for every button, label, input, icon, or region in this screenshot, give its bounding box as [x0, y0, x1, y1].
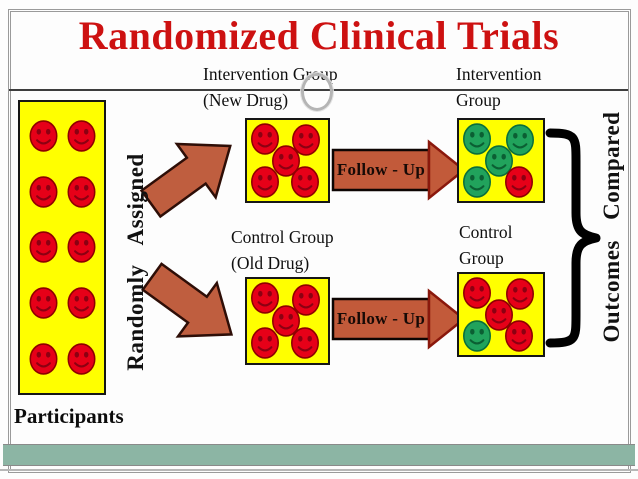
red-smiley-face-icon	[292, 124, 321, 157]
red-smiley-face-icon	[271, 305, 300, 338]
control-old-label: Control Group (Old Drug)	[231, 224, 334, 276]
random-assignment-arrow-up	[139, 142, 232, 219]
red-smiley-face-icon	[250, 165, 279, 198]
red-smiley-face-icon	[29, 230, 58, 264]
red-smiley-face-icon	[67, 342, 96, 376]
red-smiley-face-icon	[250, 282, 279, 315]
slide-border-frame	[8, 9, 631, 473]
red-smiley-face-icon	[250, 326, 279, 359]
red-smiley-face-icon	[29, 286, 58, 320]
red-smiley-face-icon	[250, 122, 279, 155]
intervention-outcome-label: Intervention Group	[456, 61, 542, 113]
follow-up-label-top: Follow - Up	[336, 160, 426, 179]
bottom-accent-bar	[3, 444, 635, 466]
green-smiley-face-icon	[506, 124, 535, 157]
control-outcome-line1: Control	[459, 222, 513, 242]
control-outcome-label: Control Group	[459, 219, 512, 271]
intervention-outcome-box	[457, 118, 545, 203]
intervention-outcome-line1: Intervention	[456, 64, 542, 84]
red-smiley-face-icon	[67, 230, 96, 264]
green-smiley-face-icon	[463, 319, 492, 352]
outcomes-compared-vertical-label: Outcomes Compared	[599, 111, 624, 343]
participants-label: Participants	[14, 404, 124, 428]
red-smiley-face-icon	[292, 284, 321, 317]
red-smiley-face-icon	[67, 119, 96, 153]
green-smiley-face-icon	[463, 165, 492, 198]
red-smiley-face-icon	[463, 276, 492, 309]
control-old-line1: Control Group	[231, 227, 334, 247]
curly-brace	[545, 128, 601, 348]
random-assignment-arrow-down	[140, 262, 234, 338]
red-smiley-face-icon	[67, 286, 96, 320]
red-smiley-face-icon	[505, 319, 534, 352]
follow-up-label-bottom: Follow - Up	[336, 309, 426, 328]
red-smiley-face-icon	[29, 119, 58, 153]
bottom-edge-line	[0, 469, 638, 471]
control-old-box	[245, 277, 330, 365]
green-smiley-face-icon	[485, 144, 514, 177]
follow-up-arrow-top: Follow - Up	[331, 139, 467, 201]
green-smiley-face-icon	[463, 122, 492, 155]
intervention-new-line2: (New Drug)	[203, 90, 289, 110]
red-smiley-face-icon	[505, 165, 534, 198]
red-smiley-face-icon	[291, 165, 320, 198]
control-old-line2: (Old Drug)	[231, 253, 310, 273]
page-title: Randomized Clinical Trials	[78, 13, 560, 58]
intervention-new-box	[245, 118, 330, 203]
red-smiley-face-icon	[271, 144, 300, 177]
red-smiley-face-icon	[485, 298, 514, 331]
control-outcome-box	[457, 272, 545, 357]
follow-up-arrow-bottom: Follow - Up	[331, 288, 467, 350]
participants-box	[18, 100, 106, 395]
red-smiley-face-icon	[291, 326, 320, 359]
red-smiley-face-icon	[29, 342, 58, 376]
red-smiley-face-icon	[506, 278, 535, 311]
circle-annotation-icon	[301, 73, 333, 111]
red-smiley-face-icon	[67, 175, 96, 209]
randomly-assigned-vertical-label: Randomly Assigned	[123, 153, 148, 371]
red-smiley-face-icon	[29, 175, 58, 209]
intervention-outcome-line2: Group	[456, 90, 501, 110]
control-outcome-line2: Group	[459, 248, 504, 268]
